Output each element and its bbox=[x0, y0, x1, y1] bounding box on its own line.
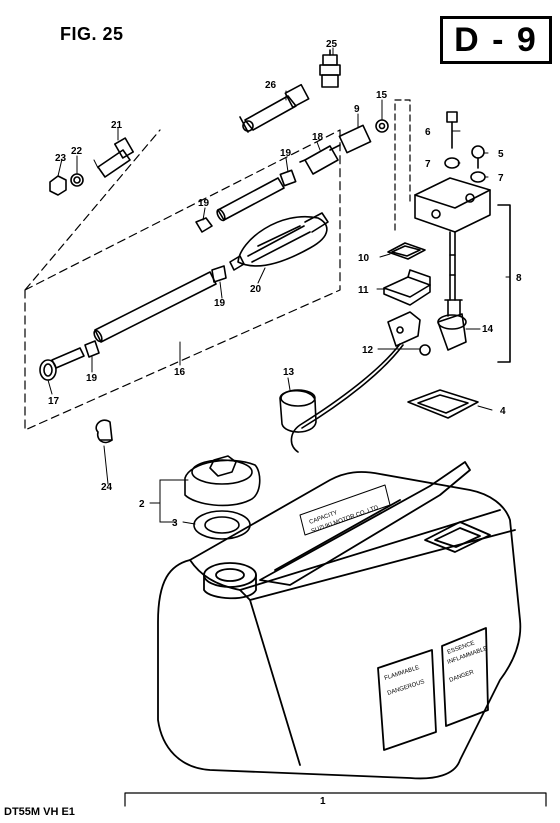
part-label: 23 bbox=[55, 153, 67, 164]
section-code: D - 9 bbox=[454, 20, 538, 59]
part-label: 17 bbox=[48, 396, 60, 407]
elbow-21-part bbox=[97, 137, 134, 178]
part-label: 14 bbox=[482, 324, 494, 335]
part-label: 12 bbox=[362, 345, 374, 356]
gasket-10-part bbox=[387, 242, 426, 260]
part-label: 7 bbox=[498, 173, 504, 184]
fuel-meter-8-part bbox=[414, 177, 491, 351]
part-label: 21 bbox=[111, 120, 123, 131]
hose-lower-16-part bbox=[93, 271, 217, 343]
tank-warning-danger: DANGER bbox=[449, 669, 476, 684]
part-label: 5 bbox=[498, 149, 504, 160]
part-label: 1 bbox=[320, 796, 326, 807]
gasket-3-part bbox=[193, 510, 251, 540]
connector-26-part bbox=[239, 83, 310, 133]
tank-labels: FLAMMABLE DANGEROUS ESSENCE INFLAMMABLE … bbox=[309, 505, 489, 697]
part-label: 19 bbox=[198, 198, 210, 209]
cap-2-part bbox=[184, 455, 261, 507]
clamp-19-part bbox=[279, 169, 297, 187]
connector-25-part bbox=[319, 49, 341, 88]
part-label: 2 bbox=[139, 499, 145, 510]
screw-5-part bbox=[471, 145, 485, 169]
part-label: 10 bbox=[358, 253, 370, 264]
part-label: 7 bbox=[425, 159, 431, 170]
connector-17-part bbox=[39, 347, 85, 381]
meter-assembly-outline bbox=[394, 99, 411, 231]
hose-upper-part bbox=[216, 177, 285, 222]
part-number-labels: 1 2 3 4 5 6 7 7 8 9 10 11 12 13 14 15 16… bbox=[48, 39, 522, 807]
screw-6-part bbox=[446, 111, 458, 149]
part-label: 9 bbox=[354, 104, 360, 115]
primer-bulb-20-part bbox=[229, 212, 329, 271]
part-label: 18 bbox=[312, 132, 324, 143]
part-label: 22 bbox=[71, 146, 83, 157]
bracket-8 bbox=[497, 204, 511, 363]
model-code: DT55M VH E1 bbox=[4, 806, 75, 818]
part-label: 8 bbox=[516, 273, 522, 284]
float-arm-12-part bbox=[290, 311, 431, 453]
washer-15-part bbox=[375, 119, 389, 133]
fuel-tank-1-part bbox=[157, 461, 522, 780]
float-13-part bbox=[279, 389, 317, 433]
part-label: 19 bbox=[86, 373, 98, 384]
gasket-4-part bbox=[407, 389, 479, 419]
clip-24-part bbox=[95, 419, 113, 444]
part-label: 4 bbox=[500, 406, 506, 417]
clamp-19-part bbox=[84, 340, 100, 358]
fitting-18-part bbox=[299, 145, 339, 175]
connector-9-part bbox=[329, 124, 372, 154]
part-label: 24 bbox=[101, 482, 113, 493]
section-code-box: D - 9 bbox=[440, 16, 552, 64]
figure-title: FIG. 25 bbox=[60, 24, 124, 44]
leader-lines bbox=[47, 47, 511, 525]
part-label: 11 bbox=[358, 285, 369, 296]
part-label: 15 bbox=[376, 90, 388, 101]
washer-7-part bbox=[470, 171, 486, 183]
part-label: 13 bbox=[283, 367, 295, 378]
part-label: 25 bbox=[326, 39, 338, 50]
washer-22-part bbox=[70, 173, 84, 187]
nut-23-part bbox=[49, 175, 67, 196]
tank-warning-flammable: FLAMMABLE bbox=[384, 665, 420, 682]
part-label: 6 bbox=[425, 127, 431, 138]
bracket-1 bbox=[124, 792, 547, 807]
part-label: 3 bbox=[172, 518, 178, 529]
tank-warning-dangerous: DANGEROUS bbox=[387, 679, 426, 697]
part-label: 20 bbox=[250, 284, 262, 295]
cover-11-part bbox=[383, 269, 431, 306]
clamp-19-part bbox=[195, 217, 213, 233]
washer-7-part bbox=[444, 157, 460, 169]
part-label: 26 bbox=[265, 80, 277, 91]
part-label: 19 bbox=[214, 298, 226, 309]
part-label: 16 bbox=[174, 367, 186, 378]
hose-assembly-outline bbox=[24, 129, 341, 431]
part-label: 19 bbox=[280, 148, 292, 159]
